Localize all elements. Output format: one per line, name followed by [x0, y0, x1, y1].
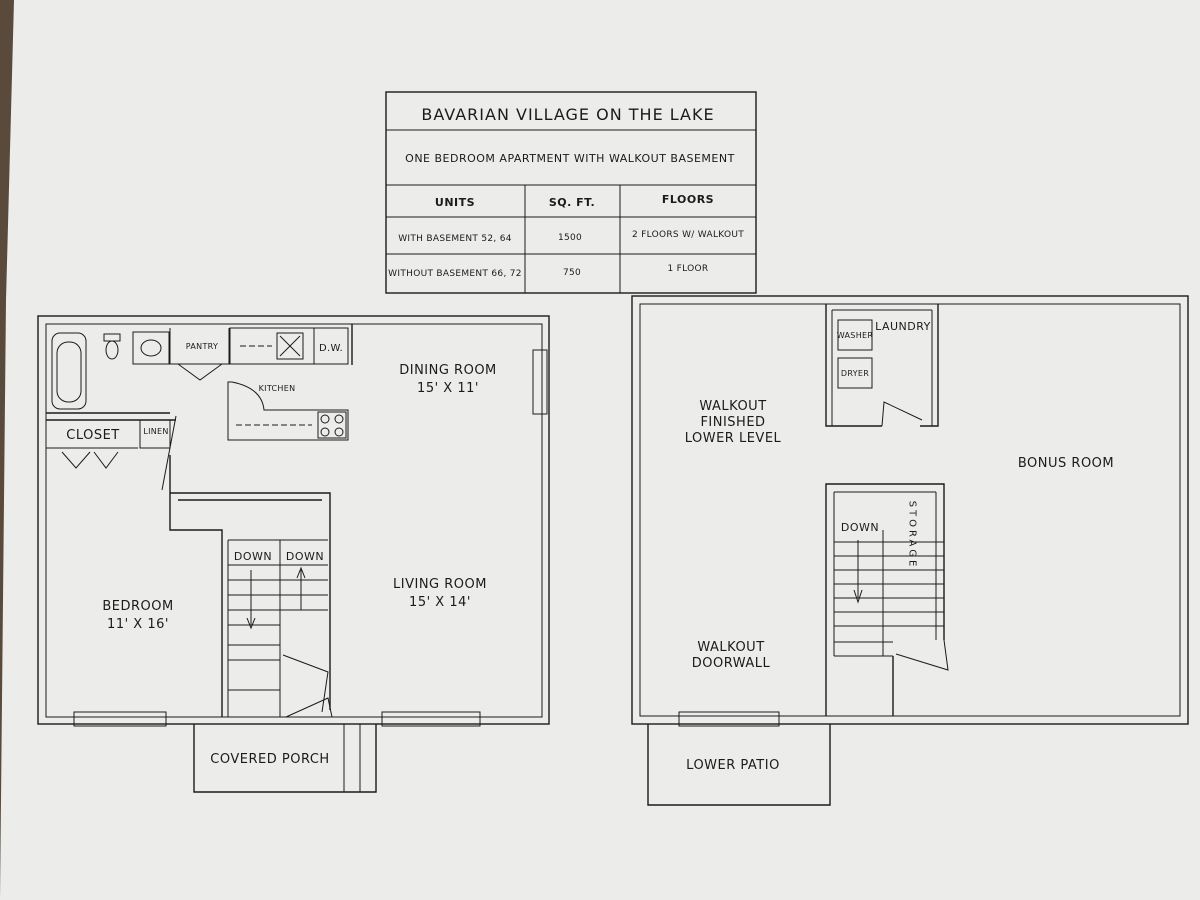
sink-icon [132, 331, 170, 365]
bonus-room-label: BONUS ROOM [1018, 456, 1114, 471]
lower-level-plan: WASHER DRYER LAUNDRY WALKOUT FINISHED LO… [631, 295, 1189, 806]
bedroom-door [161, 415, 177, 491]
header-units: UNITS [435, 196, 475, 209]
entry-door [285, 697, 333, 718]
main-floor-plan: PANTRY D.W. KITCHEN DINING ROOM 15' X 11… [37, 315, 550, 793]
linen-label: LINEN [143, 427, 168, 436]
bathtub-icon [51, 332, 87, 410]
header-sqft: SQ. FT. [549, 196, 595, 209]
laundry-door [881, 401, 923, 427]
arrow-down-icon [853, 540, 863, 604]
stair-down-label-right: DOWN [286, 550, 324, 563]
arrow-down-icon [246, 570, 256, 630]
storage-label: STORAGE [907, 501, 918, 570]
row2-floors: 1 FLOOR [668, 264, 709, 274]
living-room-label: LIVING ROOM [393, 577, 487, 592]
lower-stairs: DOWN STORAGE [834, 501, 944, 657]
closet-label: CLOSET [66, 428, 120, 443]
cooktop-icon [317, 411, 347, 439]
title-block: BAVARIAN VILLAGE ON THE LAKE ONE BEDROOM… [385, 91, 757, 294]
arrow-up-icon [296, 566, 306, 610]
range-icon [276, 332, 304, 360]
living-window [381, 711, 481, 727]
kitchen-counter [229, 327, 349, 365]
dining-room-size: 15' X 11' [417, 381, 479, 396]
main-stairs: DOWN DOWN [228, 550, 328, 691]
dining-room-label: DINING ROOM [399, 363, 497, 378]
lower-stair-down-label: DOWN [841, 521, 879, 534]
kitchen-island [227, 381, 349, 441]
stair-door [282, 654, 329, 713]
row1-units: WITH BASEMENT 52, 64 [398, 234, 512, 244]
doorwall-label-1: WALKOUT [697, 640, 764, 655]
covered-porch-label: COVERED PORCH [210, 752, 329, 767]
washer-label: WASHER [837, 331, 874, 340]
title-text: BAVARIAN VILLAGE ON THE LAKE [421, 105, 714, 124]
washer-icon [837, 319, 873, 351]
row2-units: WITHOUT BASEMENT 66, 72 [388, 269, 522, 279]
bedroom-window [73, 711, 167, 727]
doorwall-window [678, 711, 780, 727]
stair-down-label-left: DOWN [234, 550, 272, 563]
storage-door [895, 639, 949, 671]
dishwasher-label: D.W. [319, 343, 343, 354]
walkout-label-1: WALKOUT [699, 399, 766, 414]
dining-window [532, 349, 548, 415]
row2-sqft: 750 [563, 268, 581, 278]
row1-sqft: 1500 [558, 233, 582, 243]
pantry-label: PANTRY [186, 342, 218, 351]
lower-patio-label: LOWER PATIO [686, 758, 780, 773]
dryer-icon [837, 357, 873, 389]
bedroom-label: BEDROOM [102, 599, 173, 614]
walkout-label-3: LOWER LEVEL [685, 431, 782, 446]
row1-floors: 2 FLOORS W/ WALKOUT [632, 230, 744, 240]
laundry-label: LAUNDRY [875, 320, 931, 333]
dryer-label: DRYER [841, 369, 869, 378]
walkout-label-2: FINISHED [700, 415, 765, 430]
living-room-size: 15' X 14' [409, 595, 471, 610]
header-floors: FLOORS [662, 193, 714, 206]
kitchen-label: KITCHEN [259, 384, 296, 393]
bedroom-size: 11' X 16' [107, 617, 169, 632]
subtitle-text: ONE BEDROOM APARTMENT WITH WALKOUT BASEM… [405, 152, 735, 165]
doorwall-label-2: DOORWALL [692, 656, 771, 671]
